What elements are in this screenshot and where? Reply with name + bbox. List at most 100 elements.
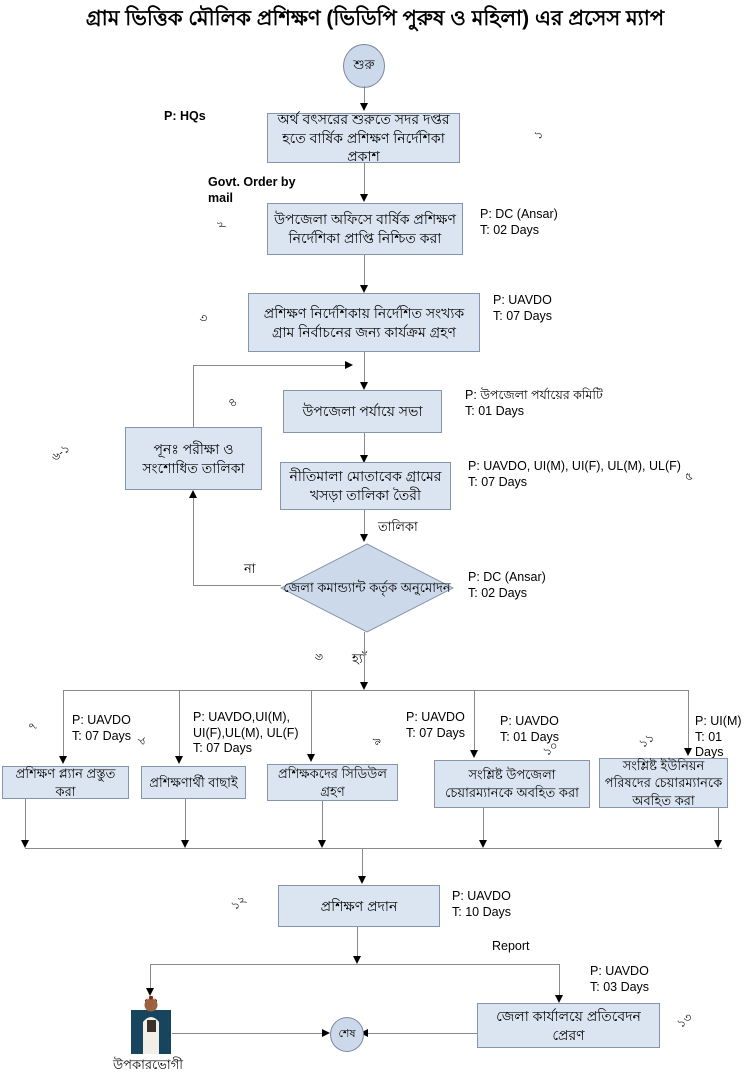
arrowhead [684,748,692,756]
step-13-box: জেলা কার্যালয়ে প্রতিবেদন প্রেরণ [477,1003,660,1048]
edge-label-report: Report [492,939,530,953]
step-5-annotation: P: UAVDO, UI(M), UI(F), UL(M), UL(F) T: … [468,459,681,489]
connector [185,799,186,841]
step-12-annotation: P: UAVDO T: 10 Days [452,889,512,919]
step-1-annotation: P: HQs [164,109,206,123]
step-12-number: ১২ [228,892,250,913]
step-5-box: নীতিমালা মোতাবেক গ্রামের খসড়া তালিকা তৈ… [280,462,451,510]
step-4-number: ৪ [225,394,241,411]
diamond-shape [279,543,455,633]
edge-label-no: না [244,561,256,576]
step-3-annotation: P: UAVDO T: 07 Days [493,293,553,323]
step-9-box: প্রশিক্ষকদের সিডিউল গ্রহণ [267,764,398,801]
connector [150,964,151,988]
step-11-number: ১১ [636,730,658,751]
connector-no-branch [193,585,281,586]
arrowhead [59,756,67,764]
connector [364,510,365,534]
arrowhead [146,988,154,996]
step-6-1-number: ৬-১ [48,440,73,464]
arrowhead [353,956,361,964]
start-terminal: শুরু [343,44,385,88]
arrowhead [360,682,368,690]
arrowhead [318,840,326,848]
connector [322,801,323,841]
arrowhead [714,840,722,848]
connector [179,690,180,756]
step-6-1-box: পূনঃ পরীক্ষা ও সংশোধিত তালিকা [125,427,262,490]
connector [362,848,363,876]
connector-no-branch [193,497,194,585]
arrowhead [470,750,478,758]
step-13-number: ১৩ [674,1010,696,1031]
connector [688,690,689,748]
arrowhead [360,103,368,111]
decision-approval-text: জেলা কমান্ড্যান্ট কর্তৃক অনুমোদন [283,579,451,595]
arrowhead [345,361,353,369]
connector [474,690,475,750]
page-title: গ্রাম ভিত্তিক মৌলিক প্রশিক্ষণ (ভিডিপি পু… [85,7,665,30]
step-11-box: সংশ্লিষ্ট ইউনিয়ন পরিষদের চেয়ারম্যানকে … [599,758,728,808]
connector-feedback [193,365,345,366]
step-8-annotation: P: UAVDO,UI(M), UI(F),UL(M), UL(F) T: 07… [193,710,299,756]
arrowhead [189,490,197,498]
arrowhead [181,840,189,848]
junction-line [150,964,560,965]
connector [364,352,365,382]
step-6-number: ৬ [311,648,327,665]
step-8-number: ৮ [135,732,151,749]
step-7-annotation: P: UAVDO T: 07 Days [72,713,132,743]
connector [367,1033,477,1034]
arrowhead [360,194,368,202]
step-4-box: উপজেলা পর্যায়ে সভা [283,390,442,433]
arrowhead [307,754,315,762]
connector [364,163,365,194]
step-12-box: প্রশিক্ষণ প্রদান [278,885,440,927]
step-9-number: ৯ [369,732,385,749]
step-10-annotation: P: UAVDO T: 01 Days [500,714,560,744]
step-3-box: প্রশিক্ষণ নির্দেশিকায় নির্দেশিত সংখ্যক … [248,293,480,352]
step-2-annotation: P: DC (Ansar) T: 02 Days [480,207,558,237]
arrowhead [322,1029,330,1037]
beneficiary-label: উপকারভোগী [113,1057,183,1072]
step-1-box: অর্থ বৎসরের শুরুতে সদর দপ্তর হতে বার্ষিক… [267,111,460,164]
connector [25,799,26,841]
connector [559,964,560,996]
step-5-number: ৫ [681,468,697,485]
connector-feedback [193,365,194,427]
distributor-line [63,690,689,691]
arrowhead [360,534,368,542]
step-10-box: সংশ্লিষ্ট উপজেলা চেয়ারম্যানকে অবহিত করা [434,760,590,808]
connector [63,690,64,756]
step-2-box: উপজেলা অফিসে বার্ষিক প্রশিক্ষণ নির্দেশিক… [267,203,463,255]
step-11-annotation: P: UI(M) T: 01 Days [695,714,742,760]
connector [357,927,358,956]
step-7-number: ৭ [25,718,41,735]
connector-yes-branch [364,632,365,682]
step-6-annotation: P: DC (Ansar) T: 02 Days [468,570,546,600]
collector-line [25,848,722,849]
connector [483,808,484,841]
arrowhead [175,756,183,764]
connector [172,1033,326,1034]
beneficiary-person-icon [131,996,171,1054]
edge-label-yes: হ্যাঁ [352,651,367,666]
step-3-number: ৩ [196,310,212,327]
end-terminal: শেষ [330,1017,364,1052]
step-7-box: প্রশিক্ষণ প্ল্যান প্রস্তুত করা [2,766,129,799]
step-1-number: ১ [531,126,547,143]
arrowhead [360,455,368,463]
step-9-annotation: P: UAVDO T: 07 Days [406,710,466,740]
arrowhead [21,840,29,848]
decision-approval: জেলা কমান্ড্যান্ট কর্তৃক অনুমোদন [279,543,455,633]
arrowhead [479,840,487,848]
arrowhead [360,285,368,293]
step-13-annotation: P: UAVDO T: 03 Days [590,964,650,994]
connector [364,433,365,455]
connector [718,808,719,841]
arrowhead [358,876,366,884]
step-2-number: ২ [213,216,229,233]
arrowhead [555,995,563,1003]
connector [364,86,365,103]
